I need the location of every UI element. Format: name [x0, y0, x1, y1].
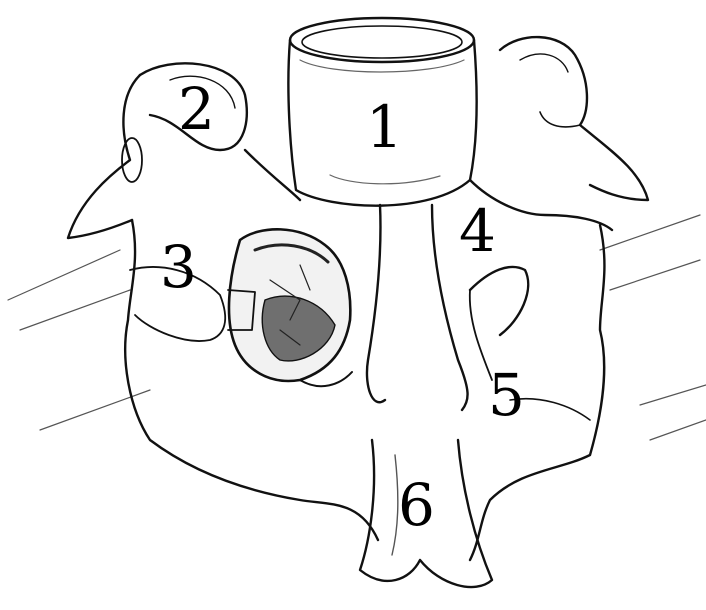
left-superior-facet: [68, 63, 247, 238]
callout-label: 4: [459, 202, 496, 260]
callout-label: 2: [178, 80, 215, 138]
right-superior-facet: [500, 37, 648, 200]
callout-label: 3: [160, 238, 197, 296]
lesion-region: [228, 229, 352, 386]
callout-label: 6: [398, 476, 435, 534]
callout-label: 5: [488, 366, 525, 424]
callout-label: 1: [366, 98, 403, 156]
